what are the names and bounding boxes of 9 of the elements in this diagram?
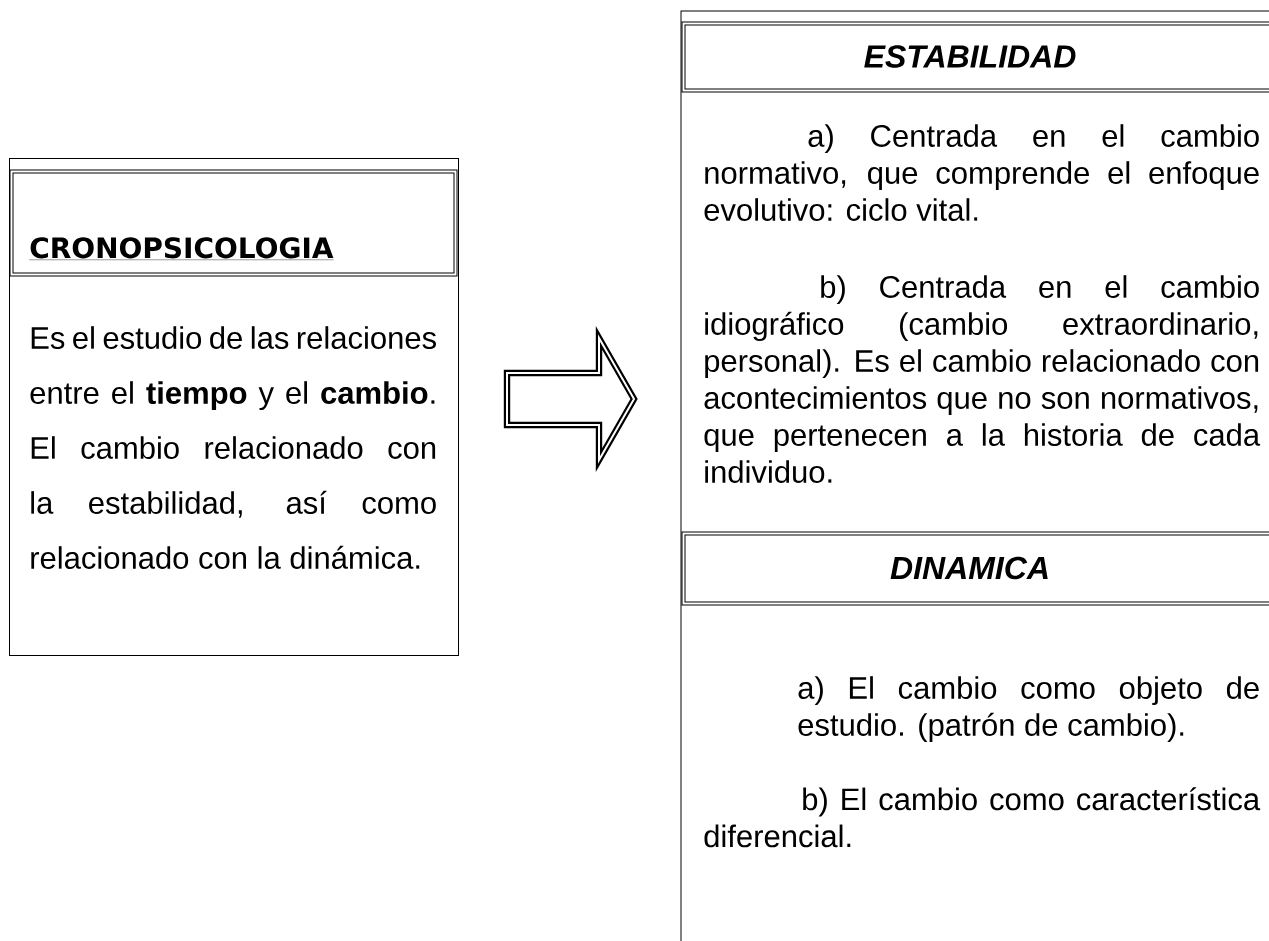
body-text: b) El cambio como característica diferencial. [704,787,1261,848]
body-text: b) Centrada en el cambio idiográfico (cambio extraordinario, personal). Es el cambio relacionado con acontecimientos que no son normativos, que pertenecen a la historia de cada individuo. [704,275,1261,483]
body-text: Es el estudio de las relaciones entre el tiempo y el cambio. El cambio relacionado con la estabilidad, así como relacionado con la dinámica. [30,326,436,569]
block-arrow [503,326,638,472]
body-text: a) El cambio como objeto de estudio. (patrón de cambio). [798,676,1259,743]
body-text: a) Centrada en el cambio normativo, que comprende el enfoque evolutivo: ciclo vital. [704,124,1259,221]
heading-band: DINAMICA [681,531,1269,606]
heading-band: CRONOPSICOLOGIA [9,169,458,277]
heading-band: ESTABILIDAD [681,21,1269,93]
